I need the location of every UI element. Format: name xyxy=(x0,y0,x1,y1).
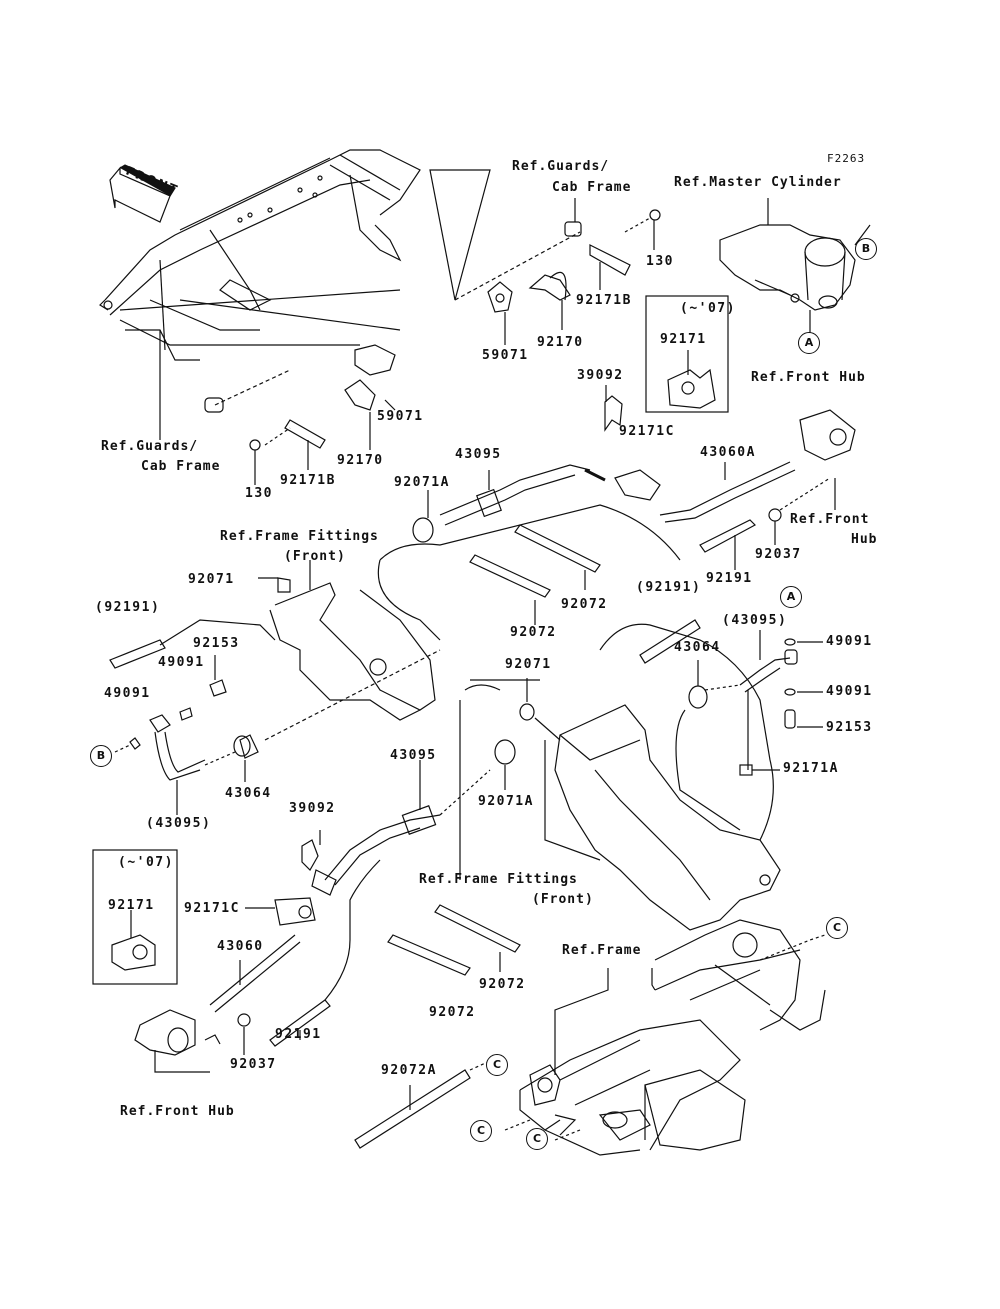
part-130-top: 130 xyxy=(646,254,674,269)
part-92071A-top: 92071A xyxy=(394,475,450,490)
ref-frame-fittings-front-center: Ref.Frame Fittings xyxy=(419,872,578,887)
callout-c-4: C xyxy=(526,1128,548,1150)
ref-frame-fittings-front-left: Ref.Frame Fittings xyxy=(220,529,379,544)
part-43095-paren-left: (43095) xyxy=(146,816,212,831)
ref-master-cylinder: Ref.Master Cylinder xyxy=(674,175,842,190)
part-92171B-left: 92171B xyxy=(280,473,336,488)
part-92153-right: 92153 xyxy=(826,720,873,735)
variant-box-clamps xyxy=(111,350,716,971)
part-92071A-mid: 92071A xyxy=(478,794,534,809)
part-49091-left-a: 49091 xyxy=(158,655,205,670)
variant-box-upper-note: (~'07) xyxy=(680,301,736,316)
master-cylinder-illustration xyxy=(719,198,871,335)
ref-guards-cab-frame-top: Ref.Guards/ xyxy=(512,159,610,174)
callout-b-left: B xyxy=(90,745,112,767)
ref-frame-fittings-front-center-line2: (Front) xyxy=(532,892,594,907)
part-39092-top: 39092 xyxy=(577,368,624,383)
ref-guards-cab-frame-left-line2: Cab Frame xyxy=(141,459,221,474)
upper-brake-hose-illustration xyxy=(377,409,856,681)
part-43095-paren-right: (43095) xyxy=(722,613,788,628)
part-43064-right: 43064 xyxy=(674,640,721,655)
ref-front-hub-right-line2: Hub xyxy=(851,532,878,547)
part-43060A: 43060A xyxy=(700,445,756,460)
part-59071-top: 59071 xyxy=(482,348,529,363)
variant-box-upper-part: 92171 xyxy=(660,332,707,347)
variant-box-lower-note: (~'07) xyxy=(118,855,174,870)
part-92171C-mid: 92171C xyxy=(184,901,240,916)
part-92170-top: 92170 xyxy=(537,335,584,350)
ref-guards-cab-frame-top-line2: Cab Frame xyxy=(552,180,632,195)
center-frame-fitting-illustration xyxy=(459,623,781,931)
part-92071-mid: 92071 xyxy=(505,657,552,672)
middle-brake-hose-illustration xyxy=(134,760,491,1073)
part-43095-top: 43095 xyxy=(455,447,502,462)
callout-c-1: C xyxy=(826,917,848,939)
part-92072-a: 92072 xyxy=(561,597,608,612)
part-92191-top: 92191 xyxy=(706,571,753,586)
part-92191-paren-right: (92191) xyxy=(636,580,702,595)
part-92072A: 92072A xyxy=(381,1063,437,1078)
ref-front-hub-top: Ref.Front Hub xyxy=(751,370,866,385)
ref-guards-cab-frame-left: Ref.Guards/ xyxy=(101,439,199,454)
variant-box-upper xyxy=(645,295,729,413)
part-49091-right-a: 49091 xyxy=(826,634,873,649)
part-92191-bottom: 92191 xyxy=(275,1027,322,1042)
part-39092-mid: 39092 xyxy=(289,801,336,816)
callout-a-right: A xyxy=(780,586,802,608)
part-92171B-top: 92171B xyxy=(576,293,632,308)
part-92171C-top: 92171C xyxy=(619,424,675,439)
part-59071-left: 59071 xyxy=(377,409,424,424)
variant-box-lower xyxy=(92,849,178,985)
bottom-cable-ties-illustration xyxy=(354,904,521,1149)
part-130-left: 130 xyxy=(245,486,273,501)
part-92037-top: 92037 xyxy=(755,547,802,562)
guards-cab-frame-illustration xyxy=(99,149,491,361)
frame-illustration xyxy=(504,919,826,1156)
part-92037-bottom: 92037 xyxy=(230,1057,277,1072)
part-49091-left-b: 49091 xyxy=(104,686,151,701)
callout-a-top: A xyxy=(798,332,820,354)
part-92072-c: 92072 xyxy=(479,977,526,992)
ref-front-hub-bottom: Ref.Front Hub xyxy=(120,1104,235,1119)
ref-frame-fittings-front-left-line2: (Front) xyxy=(284,549,346,564)
right-hose-fittings-illustration xyxy=(639,619,823,831)
part-92072-d: 92072 xyxy=(429,1005,476,1020)
part-43060: 43060 xyxy=(217,939,264,954)
figure-code: F2263 xyxy=(827,152,866,165)
top-clamp-parts xyxy=(454,198,661,432)
part-49091-right-b: 49091 xyxy=(826,684,873,699)
part-43095-mid: 43095 xyxy=(390,748,437,763)
callout-c-3: C xyxy=(470,1120,492,1142)
variant-box-lower-part: 92171 xyxy=(108,898,155,913)
part-92191-paren-left: (92191) xyxy=(95,600,161,615)
front-arrow-icon xyxy=(109,164,176,223)
callout-b-top: B xyxy=(855,238,877,260)
part-92153-left: 92153 xyxy=(193,636,240,651)
ref-frame: Ref.Frame xyxy=(562,943,642,958)
part-92072-b: 92072 xyxy=(510,625,557,640)
left-frame-fitting-illustration xyxy=(109,560,441,815)
part-43064-left: 43064 xyxy=(225,786,272,801)
left-clamp-parts xyxy=(159,330,396,485)
part-92171A: 92171A xyxy=(783,761,839,776)
ref-front-hub-right: Ref.Front xyxy=(790,512,870,527)
part-92071-left: 92071 xyxy=(188,572,235,587)
callout-c-2: C xyxy=(486,1054,508,1076)
part-92170-left: 92170 xyxy=(337,453,384,468)
